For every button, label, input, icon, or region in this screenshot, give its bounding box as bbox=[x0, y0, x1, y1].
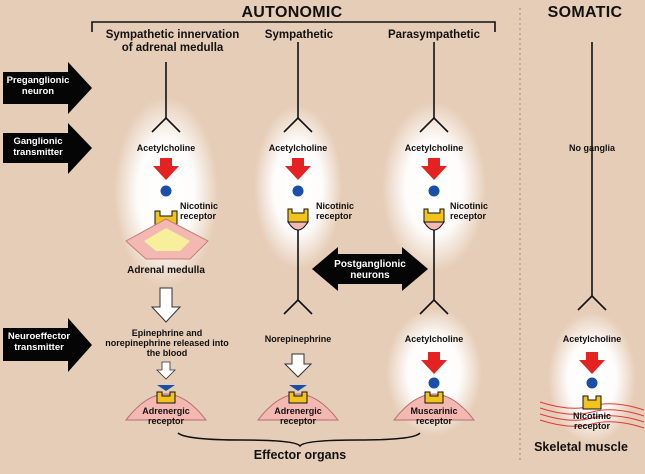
sympathetic-ach-molecule bbox=[292, 185, 304, 197]
norepinephrine-label: Norepinephrine bbox=[264, 334, 332, 344]
adrenal-medulla-label: Adrenal medulla bbox=[127, 265, 205, 276]
no-ganglia-label: No ganglia bbox=[568, 143, 615, 153]
ganglionic-label: Ganglionic transmitter bbox=[13, 136, 63, 158]
sympathetic-post-terminal bbox=[283, 299, 313, 315]
adrenal-acetylcholine-label: Acetylcholine bbox=[136, 143, 196, 153]
adrenal-nicotinic-label: Nicotinic receptor bbox=[180, 201, 219, 222]
parasympathetic-neuroeffector-ach-label: Acetylcholine bbox=[404, 334, 464, 344]
column-adrenal-title: Sympathetic innervation of adrenal medul… bbox=[105, 29, 240, 54]
norepinephrine-white-arrow bbox=[283, 353, 313, 378]
neuroeffector-arrow bbox=[3, 318, 92, 372]
skeletal-muscle-label: Skeletal muscle bbox=[534, 440, 628, 454]
neuroeffector-label: Neuroeffector transmitter bbox=[7, 331, 71, 353]
parasympathetic-ach-arrow bbox=[421, 158, 447, 180]
sympathetic-nicotinic-label: Nicotinic receptor bbox=[316, 201, 355, 222]
parasympathetic-nicotinic-label: Nicotinic receptor bbox=[450, 201, 489, 222]
somatic-ach-arrow bbox=[579, 352, 605, 374]
adrenal-adrenergic-receptor-label: Adrenergic receptor bbox=[142, 406, 190, 427]
sympathetic-nicotinic-receptor bbox=[287, 208, 309, 223]
adrenal-medulla-core bbox=[144, 228, 190, 251]
somatic-heading: SOMATIC bbox=[547, 4, 623, 21]
parasympathetic-nerve-terminal bbox=[419, 117, 449, 133]
postganglionic-double-arrow bbox=[312, 247, 428, 291]
sympathetic-norepinephrine-molecule bbox=[289, 385, 307, 391]
column-sympathetic-title: Sympathetic bbox=[264, 29, 334, 41]
parasympathetic-post-terminal bbox=[419, 299, 449, 315]
sympathetic-nerve-terminal bbox=[283, 117, 313, 133]
adrenal-ach-molecule bbox=[160, 185, 172, 197]
somatic-nicotinic-receptor bbox=[582, 395, 602, 410]
parasympathetic-ach-molecule-2 bbox=[428, 377, 440, 389]
column-parasympathetic-title: Parasympathetic bbox=[387, 29, 481, 41]
adrenal-catecholamine-molecule bbox=[157, 385, 175, 391]
parasympathetic-muscarinic-receptor bbox=[424, 391, 444, 404]
sympathetic-acetylcholine-label: Acetylcholine bbox=[268, 143, 328, 153]
sympathetic-ach-arrow bbox=[285, 158, 311, 180]
somatic-neuroeffector-ach-label: Acetylcholine bbox=[562, 334, 622, 344]
adrenal-ach-arrow bbox=[153, 158, 179, 180]
ganglionic-arrow bbox=[3, 123, 92, 174]
parasympathetic-ach-arrow-2 bbox=[421, 352, 447, 374]
parasympathetic-acetylcholine-label: Acetylcholine bbox=[404, 143, 464, 153]
somatic-nicotinic-receptor-label: Nicotinic receptor bbox=[572, 411, 611, 432]
adrenal-small-white-arrow bbox=[156, 361, 176, 380]
effector-organs-brace bbox=[177, 432, 421, 448]
somatic-ach-molecule bbox=[586, 377, 598, 389]
preganglionic-label: Preganglionic neuron bbox=[6, 75, 70, 97]
preganglionic-arrow bbox=[3, 62, 92, 114]
parasympathetic-nicotinic-receptor bbox=[423, 208, 445, 223]
sympathetic-adrenergic-receptor bbox=[288, 391, 308, 404]
autonomic-heading: AUTONOMIC bbox=[241, 4, 343, 21]
effector-organs-label: Effector organs bbox=[253, 448, 347, 462]
muscarinic-receptor-label: Muscarinic receptor bbox=[410, 406, 458, 427]
skeletal-muscle-fibers bbox=[539, 401, 645, 429]
epinephrine-label: Epinephrine and norepinephrine released … bbox=[105, 328, 229, 359]
epinephrine-white-arrow bbox=[150, 287, 182, 323]
somatic-nerve-terminal bbox=[577, 295, 607, 311]
postganglionic-label: Postganglionic neurons bbox=[334, 259, 406, 282]
autonomic-bracket bbox=[91, 21, 496, 32]
parasympathetic-ach-molecule bbox=[428, 185, 440, 197]
sympathetic-adrenergic-receptor-label: Adrenergic receptor bbox=[274, 406, 322, 427]
adrenal-nerve-terminal bbox=[151, 117, 181, 133]
adrenal-adrenergic-receptor bbox=[156, 391, 176, 404]
